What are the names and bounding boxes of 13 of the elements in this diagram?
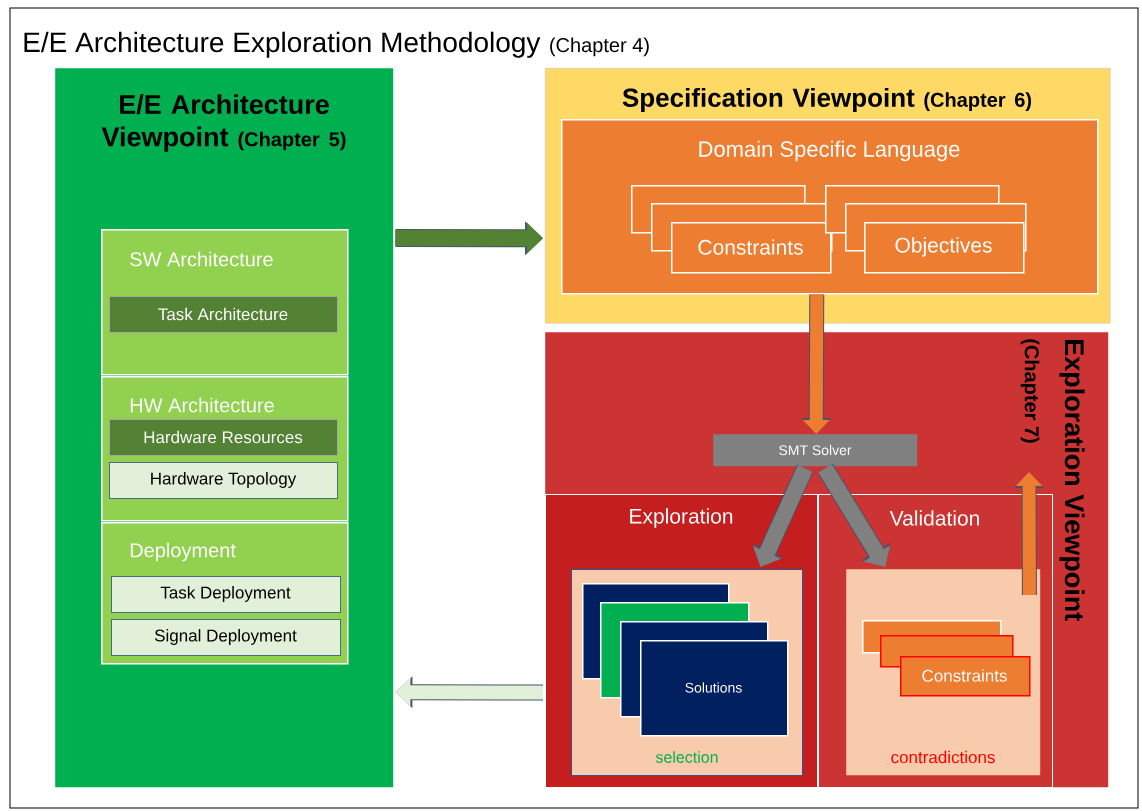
item-box: Task Deployment bbox=[111, 576, 341, 613]
card: Solutions bbox=[640, 640, 789, 737]
item-box: Hardware Resources bbox=[109, 419, 338, 456]
item-box: Hardware Topology bbox=[109, 462, 338, 499]
solver-box: SMT Solver bbox=[713, 434, 918, 467]
chapter-label: (Chapter 4) bbox=[550, 37, 649, 57]
item-box: Signal Deployment bbox=[111, 619, 341, 656]
card: Constraints bbox=[671, 222, 832, 274]
item-box: Task Architecture bbox=[109, 296, 338, 333]
card: Constraints bbox=[900, 656, 1031, 697]
block-arrow bbox=[817, 463, 891, 567]
card: Objectives bbox=[864, 222, 1025, 274]
title: E/E Architecture Exploration Methodology bbox=[24, 31, 541, 58]
